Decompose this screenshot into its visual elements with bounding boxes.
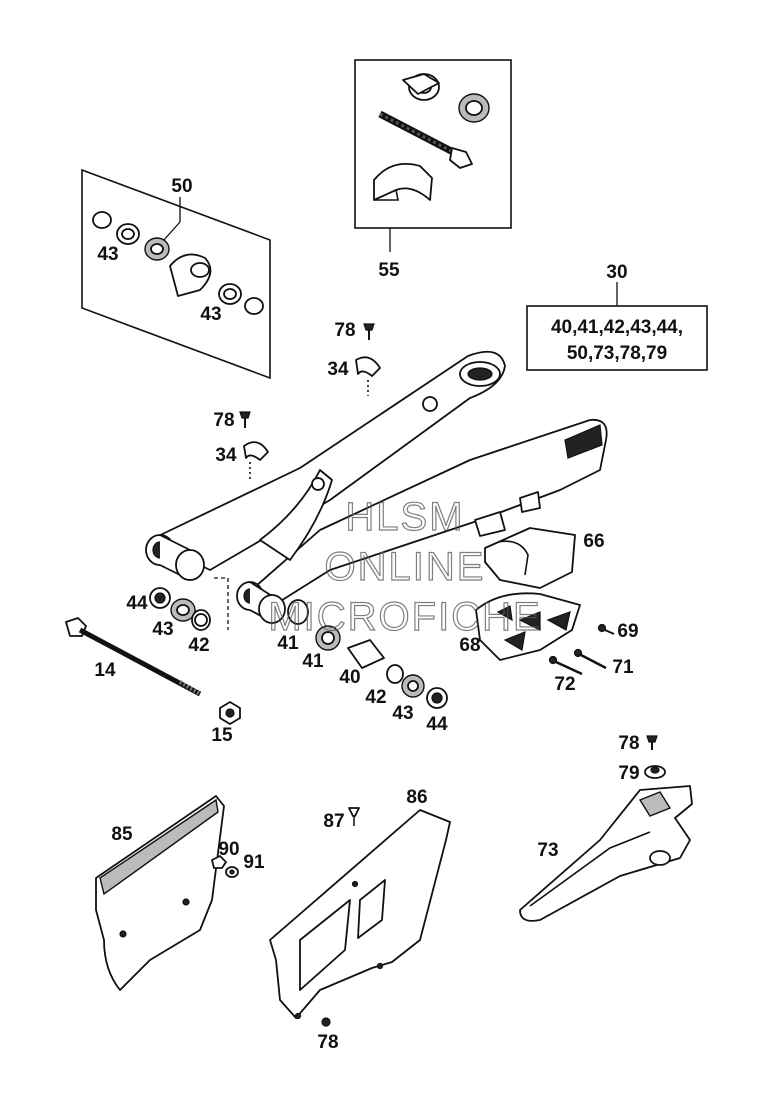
label-91: 91 — [243, 852, 265, 873]
watermark: HLSM ONLINE MICROFICHE — [268, 494, 541, 639]
label-30: 30 — [606, 262, 627, 283]
label-43: 43 — [152, 619, 173, 640]
watermark-line1: HLSM — [345, 495, 464, 539]
chain-slider — [519, 785, 693, 922]
screw-78-slider — [646, 735, 658, 750]
seal-kit-inset — [81, 168, 271, 380]
label-68: 68 — [459, 635, 480, 656]
label-15: 15 — [211, 725, 233, 746]
label-78: 78 — [213, 410, 234, 431]
label-78: 78 — [334, 320, 355, 341]
label-71: 71 — [612, 657, 634, 678]
screw-78-lower — [239, 411, 251, 428]
axle-nut — [219, 701, 241, 725]
label-66: 66 — [583, 531, 604, 552]
label-14: 14 — [94, 660, 116, 681]
screw-72 — [548, 655, 583, 676]
label-69: 69 — [617, 621, 638, 642]
label-40: 40 — [339, 667, 360, 688]
screw-71 — [573, 648, 607, 670]
screw-69 — [597, 623, 615, 635]
kit-30-contents-line1: 40,41,42,43,44, — [551, 317, 683, 338]
label-43: 43 — [200, 304, 221, 325]
label-85: 85 — [111, 824, 133, 845]
bearing-stack-right — [287, 599, 448, 709]
label-79: 79 — [618, 763, 639, 784]
label-41: 41 — [277, 633, 299, 654]
cable-clamp-lower — [243, 441, 269, 482]
pivot-kit-inset — [354, 59, 512, 252]
label-72: 72 — [554, 674, 575, 695]
screw-78-upper — [363, 323, 375, 340]
label-41: 41 — [302, 651, 324, 672]
label-86: 86 — [406, 787, 427, 808]
screw-78-guard — [321, 1017, 331, 1027]
axle-bolt — [65, 617, 202, 697]
screw-87 — [348, 807, 360, 826]
washer-79 — [644, 765, 666, 779]
label-42: 42 — [188, 635, 209, 656]
label-34: 34 — [327, 359, 349, 380]
label-42: 42 — [365, 687, 386, 708]
watermark-line3: MICROFICHE — [268, 595, 541, 639]
disc-guard — [95, 795, 225, 991]
cable-clamp-upper — [355, 356, 381, 396]
label-43: 43 — [97, 244, 118, 265]
label-50: 50 — [171, 176, 192, 197]
label-87: 87 — [323, 811, 344, 832]
chain-guard — [269, 809, 451, 1020]
label-73: 73 — [537, 840, 558, 861]
bearing-stack-left — [149, 577, 229, 631]
label-44: 44 — [426, 714, 448, 735]
part-labels: 50 43 43 55 30 40,41,42,43,44, 50,73,78,… — [94, 176, 683, 1053]
label-34: 34 — [215, 445, 237, 466]
swingarm — [145, 350, 608, 624]
label-43: 43 — [392, 703, 413, 724]
label-90: 90 — [218, 839, 239, 860]
washer-91 — [225, 866, 239, 878]
kit-30-box — [526, 282, 708, 371]
watermark-line2: ONLINE — [325, 545, 486, 589]
label-44: 44 — [126, 593, 148, 614]
label-78: 78 — [317, 1032, 338, 1053]
kit-30-contents-line2: 50,73,78,79 — [567, 343, 667, 364]
label-78: 78 — [618, 733, 639, 754]
label-55: 55 — [378, 260, 400, 281]
chain-guide — [475, 527, 581, 661]
nut-90 — [211, 855, 227, 869]
